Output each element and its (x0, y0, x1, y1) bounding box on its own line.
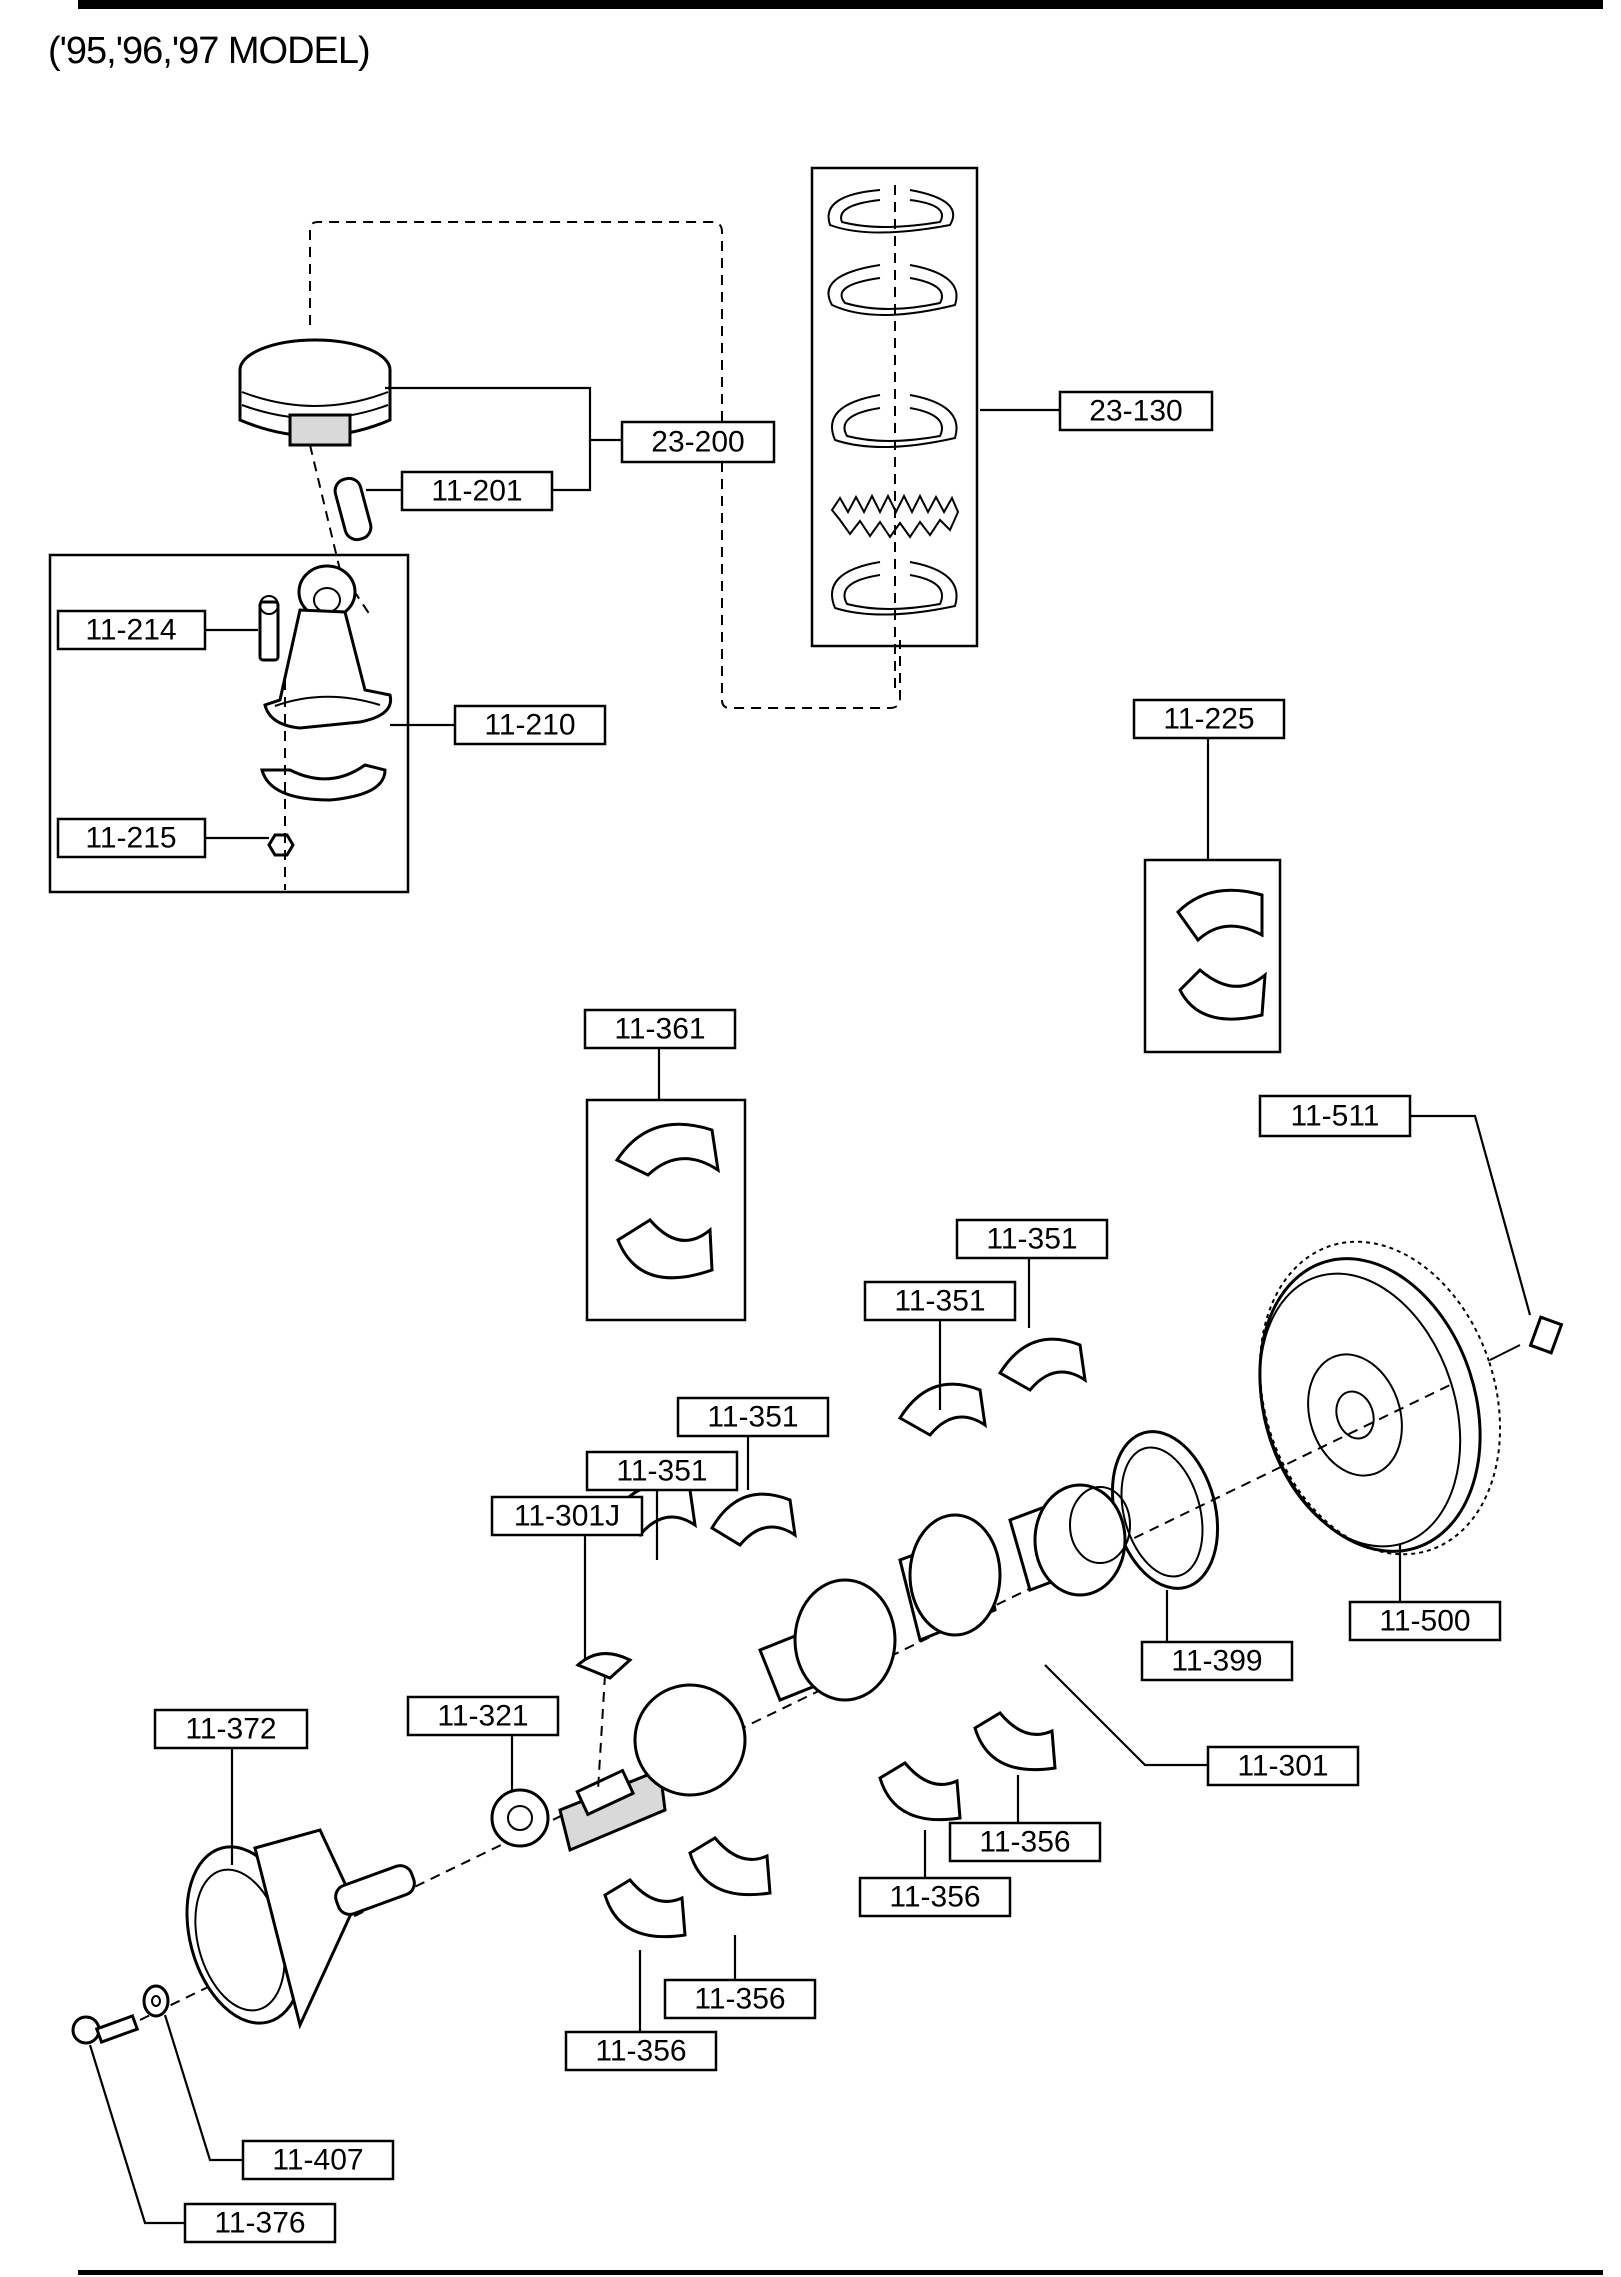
svg-text:11-500: 11-500 (1379, 1605, 1470, 1638)
svg-text:11-210: 11-210 (484, 709, 575, 742)
pulley-bolt-and-washer-drawing (71, 1984, 170, 2045)
svg-text:11-215: 11-215 (85, 822, 176, 855)
svg-text:11-356: 11-356 (979, 1826, 1070, 1859)
callout-23-130: 23-130 (1058, 390, 1214, 432)
leader-lines (88, 386, 1532, 2225)
callout-11-372: 11-372 (153, 1708, 309, 1750)
crank-key-and-sprocket-drawing (490, 1652, 633, 1848)
flywheel-drawing (1258, 1240, 1564, 1556)
svg-text:23-200: 23-200 (651, 426, 744, 459)
callout-11-376: 11-376 (183, 2202, 337, 2244)
callout-11-407: 11-407 (241, 2139, 395, 2181)
callout-11-210: 11-210 (453, 704, 607, 746)
svg-text:11-201: 11-201 (431, 475, 522, 508)
svg-text:11-399: 11-399 (1171, 1645, 1262, 1678)
callout-11-356-c: 11-356 (663, 1978, 817, 2020)
svg-text:11-351: 11-351 (616, 1455, 707, 1488)
svg-text:11-511: 11-511 (1291, 1100, 1380, 1133)
callout-11-356-d: 11-356 (564, 2030, 718, 2072)
top-rule (78, 0, 1603, 9)
callout-11-321: 11-321 (406, 1695, 560, 1737)
bearing-225-drawing (1143, 858, 1282, 1054)
bottom-rule (78, 2270, 1603, 2275)
svg-text:11-356: 11-356 (889, 1881, 980, 1914)
svg-text:11-372: 11-372 (185, 1713, 276, 1746)
callout-11-225: 11-225 (1132, 698, 1286, 740)
svg-text:11-356: 11-356 (595, 2035, 686, 2068)
callout-11-356-b: 11-356 (858, 1876, 1012, 1918)
callout-11-215: 11-215 (56, 817, 207, 859)
piston-assembly-drawing (238, 221, 901, 709)
svg-text:11-356: 11-356 (694, 1983, 785, 2016)
svg-text:11-376: 11-376 (214, 2207, 305, 2240)
callout-11-201: 11-201 (400, 470, 554, 512)
callout-11-399: 11-399 (1140, 1640, 1294, 1682)
svg-text:11-225: 11-225 (1163, 703, 1254, 736)
callout-23-200: 23-200 (620, 420, 776, 464)
svg-text:11-351: 11-351 (707, 1401, 798, 1434)
svg-text:11-361: 11-361 (614, 1013, 705, 1046)
connecting-rod-drawing (48, 553, 410, 894)
callout-11-351-c: 11-351 (676, 1396, 830, 1438)
callout-11-351-b: 11-351 (863, 1280, 1017, 1322)
svg-text:23-130: 23-130 (1089, 395, 1182, 428)
svg-text:11-301J: 11-301J (514, 1500, 620, 1533)
svg-text:11-407: 11-407 (272, 2144, 363, 2177)
bearing-361-drawing (585, 1098, 747, 1322)
crankshaft-drawing (139, 1384, 1451, 2021)
svg-text:11-321: 11-321 (437, 1700, 528, 1733)
callout-11-356-a: 11-356 (948, 1821, 1102, 1863)
callout-11-500: 11-500 (1348, 1600, 1502, 1642)
callout-11-301j: 11-301J (490, 1495, 644, 1537)
svg-text:11-351: 11-351 (894, 1285, 985, 1318)
model-title: ('95,'96,'97 MODEL) (48, 30, 371, 72)
callout-11-214: 11-214 (56, 609, 207, 651)
svg-text:11-214: 11-214 (85, 614, 176, 647)
svg-text:11-301: 11-301 (1237, 1750, 1328, 1783)
callout-11-351-a: 11-351 (955, 1218, 1109, 1260)
callout-11-351-d: 11-351 (585, 1450, 739, 1492)
callout-11-361: 11-361 (583, 1008, 737, 1050)
piston-rings-drawing (810, 166, 979, 690)
callout-11-511: 11-511 (1258, 1094, 1412, 1138)
pulley-drawing (185, 1828, 416, 2030)
callout-11-301: 11-301 (1206, 1745, 1360, 1787)
svg-text:11-351: 11-351 (986, 1223, 1077, 1256)
